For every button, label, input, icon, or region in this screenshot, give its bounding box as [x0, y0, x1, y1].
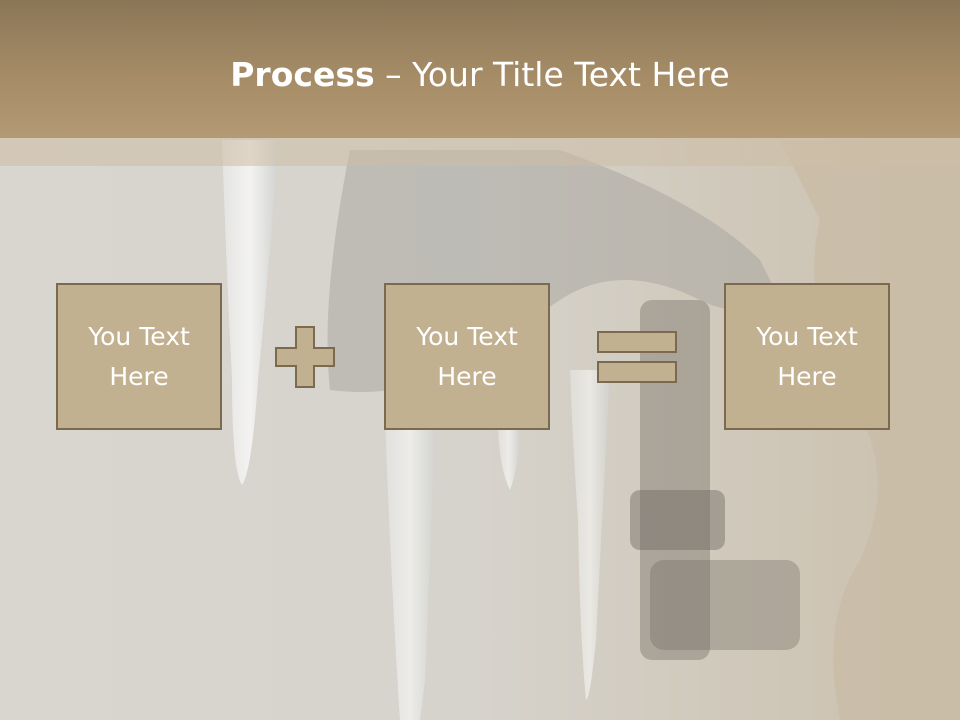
- plus-icon: [275, 326, 335, 388]
- title-rest: – Your Title Text Here: [374, 55, 730, 94]
- title-bar: [0, 0, 960, 138]
- process-box-2-text: You Text Here: [416, 321, 518, 391]
- title-bar-band: [0, 138, 960, 166]
- process-box-2[interactable]: You Text Here: [384, 283, 550, 430]
- process-box-1[interactable]: You Text Here: [56, 283, 222, 430]
- process-box-3-text: You Text Here: [756, 321, 858, 391]
- process-box-3[interactable]: You Text Here: [724, 283, 890, 430]
- title-bold: Process: [230, 55, 375, 94]
- equals-icon: [597, 331, 677, 383]
- slide-title: Process – Your Title Text Here: [0, 52, 960, 98]
- process-box-1-text: You Text Here: [88, 321, 190, 391]
